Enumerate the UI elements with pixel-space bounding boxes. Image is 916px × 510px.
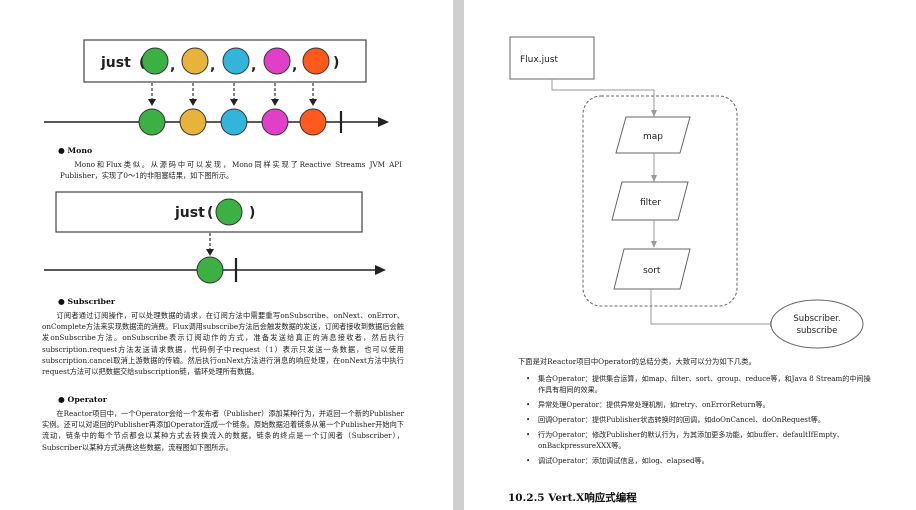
list-item: 集合Operator：提供集合运算，如map、filter、sort、group… (526, 373, 872, 395)
mono-marble-diagram: just ( ) (44, 191, 386, 284)
list-item: 调试Operator：添加调试信息，如log、elapsed等。 (526, 455, 872, 466)
flux-comma: , (170, 58, 175, 74)
subscriber-text-line1: Subscriber. (793, 314, 840, 324)
flow-connector-sort (650, 289, 772, 325)
flux-marble-diagram: just ( ,,,, ) (44, 39, 389, 136)
right-page: Flux.just map filter sort Subscriber. su… (464, 0, 916, 510)
mono-timeline-arrowhead (375, 265, 386, 275)
filter-step (611, 181, 689, 221)
flux-source-marble (302, 47, 330, 75)
page-gutter (453, 0, 464, 510)
operator-flow-diagram: Flux.just map filter sort Subscriber. su… (509, 36, 864, 349)
flux-source-marble (263, 47, 291, 75)
flux-comma: , (251, 58, 256, 74)
subscriber-heading: ● Subscriber (58, 297, 116, 306)
flux-output-marble (299, 108, 327, 136)
flux-output-marble (220, 108, 248, 136)
subscriber-ellipse (770, 299, 864, 349)
subscriber-text: 订阅者通过订阅操作，可以处理数据的请求，在订阅方法中需要重写onSubscrib… (42, 311, 404, 377)
flux-output-marble (138, 108, 166, 136)
filter-step-text: filter (640, 198, 661, 208)
operator-categories: 集合Operator：提供集合运算，如map、filter、sort、group… (526, 373, 872, 470)
mono-open-paren: ( (207, 205, 213, 221)
sort-step-text: sort (643, 266, 661, 276)
flux-emit-arrowhead (309, 99, 317, 106)
operator-chain-group (582, 95, 738, 307)
flux-source-marble (222, 47, 250, 75)
flux-close-paren: ) (333, 55, 339, 71)
operator-heading: ● Operator (58, 395, 107, 404)
flow-connector-source (551, 79, 655, 112)
map-step (615, 116, 691, 154)
flux-timeline-arrowhead (378, 117, 389, 127)
flux-just-text: Flux.just (520, 55, 558, 65)
flux-emit-arrowhead (189, 99, 197, 106)
flux-emit-arrowhead (148, 99, 156, 106)
mono-source-marble (215, 198, 243, 226)
mono-close-paren: ) (249, 205, 255, 221)
mono-text: Mono和Flux类似。从源码中可以发现，Mono同样实现了Reactive S… (60, 160, 402, 181)
subscriber-text-line2: subscribe (797, 326, 838, 336)
mono-operator-box (55, 191, 363, 233)
flux-output-marble (179, 108, 207, 136)
map-step-text: map (643, 132, 663, 142)
left-page: just ( ,,,, ) ● Mono Mono和Flux类似。从源码中可以发… (0, 0, 453, 510)
flux-just-label: just (100, 55, 131, 71)
flux-source-marble (181, 47, 209, 75)
list-item: 异常处理Operator：提供异常处理机制，如retry、onErrorRetu… (526, 399, 872, 410)
flux-output-marble (261, 108, 289, 136)
flux-comma: , (292, 58, 297, 74)
flux-emit-arrowhead (271, 99, 279, 106)
mono-just-label: just (174, 205, 205, 221)
operator-text: 在Reactor项目中，一个Operator会给一个发布者（Publisher）… (42, 409, 404, 452)
list-item: 行为Operator：修改Publisher的默认行为，为其添加更多功能，如bu… (526, 429, 872, 451)
sort-step (613, 248, 691, 290)
list-item: 回调Operator：提供Publisher状态转换时的回调，如doOnCanc… (526, 414, 872, 425)
mono-output-marble (196, 256, 224, 284)
section-title: 10.2.5 Vert.X响应式编程 (508, 492, 637, 504)
operator-intro: 下面是对Reactor项目中Operator的总结分类，大致可以分为如下几类。 (518, 357, 756, 366)
flux-comma: , (210, 58, 215, 74)
mono-heading: ● Mono (58, 146, 93, 155)
flux-source-marble (141, 47, 169, 75)
flux-emit-arrowhead (230, 99, 238, 106)
